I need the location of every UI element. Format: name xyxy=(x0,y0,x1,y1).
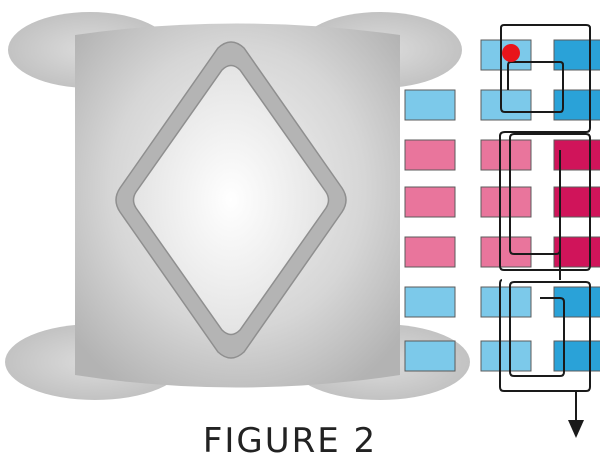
block-r3-c2 xyxy=(480,139,532,171)
block-r4-c2 xyxy=(480,186,532,218)
block-r2-c2 xyxy=(480,89,532,121)
block-r5-c1 xyxy=(404,236,456,268)
cell-body xyxy=(5,12,470,400)
block-r6-c2 xyxy=(480,286,532,318)
block-r4-c1 xyxy=(404,186,456,218)
figure-diagram xyxy=(5,12,600,438)
block-r4-c3 xyxy=(553,186,600,218)
figure-caption: FIGURE 2 xyxy=(202,421,378,461)
block-r3-c3 xyxy=(553,139,600,171)
path-line xyxy=(499,24,591,425)
block-r2-c3 xyxy=(553,89,600,121)
block-r5-c2 xyxy=(480,236,532,268)
diamond-inner xyxy=(132,64,330,336)
arrow-down-icon xyxy=(568,420,584,438)
block-grid xyxy=(404,39,600,372)
block-r1-c3 xyxy=(553,39,600,71)
traversal-path xyxy=(499,24,591,438)
block-r5-c3 xyxy=(553,236,600,268)
block-r6-c3 xyxy=(553,286,600,318)
block-r2-c1 xyxy=(404,89,456,121)
block-r7-c1 xyxy=(404,340,456,372)
block-r7-c3 xyxy=(553,340,600,372)
block-r3-c1 xyxy=(404,139,456,171)
block-r6-c1 xyxy=(404,286,456,318)
start-point-red-dot xyxy=(502,44,520,62)
block-r7-c2 xyxy=(480,340,532,372)
